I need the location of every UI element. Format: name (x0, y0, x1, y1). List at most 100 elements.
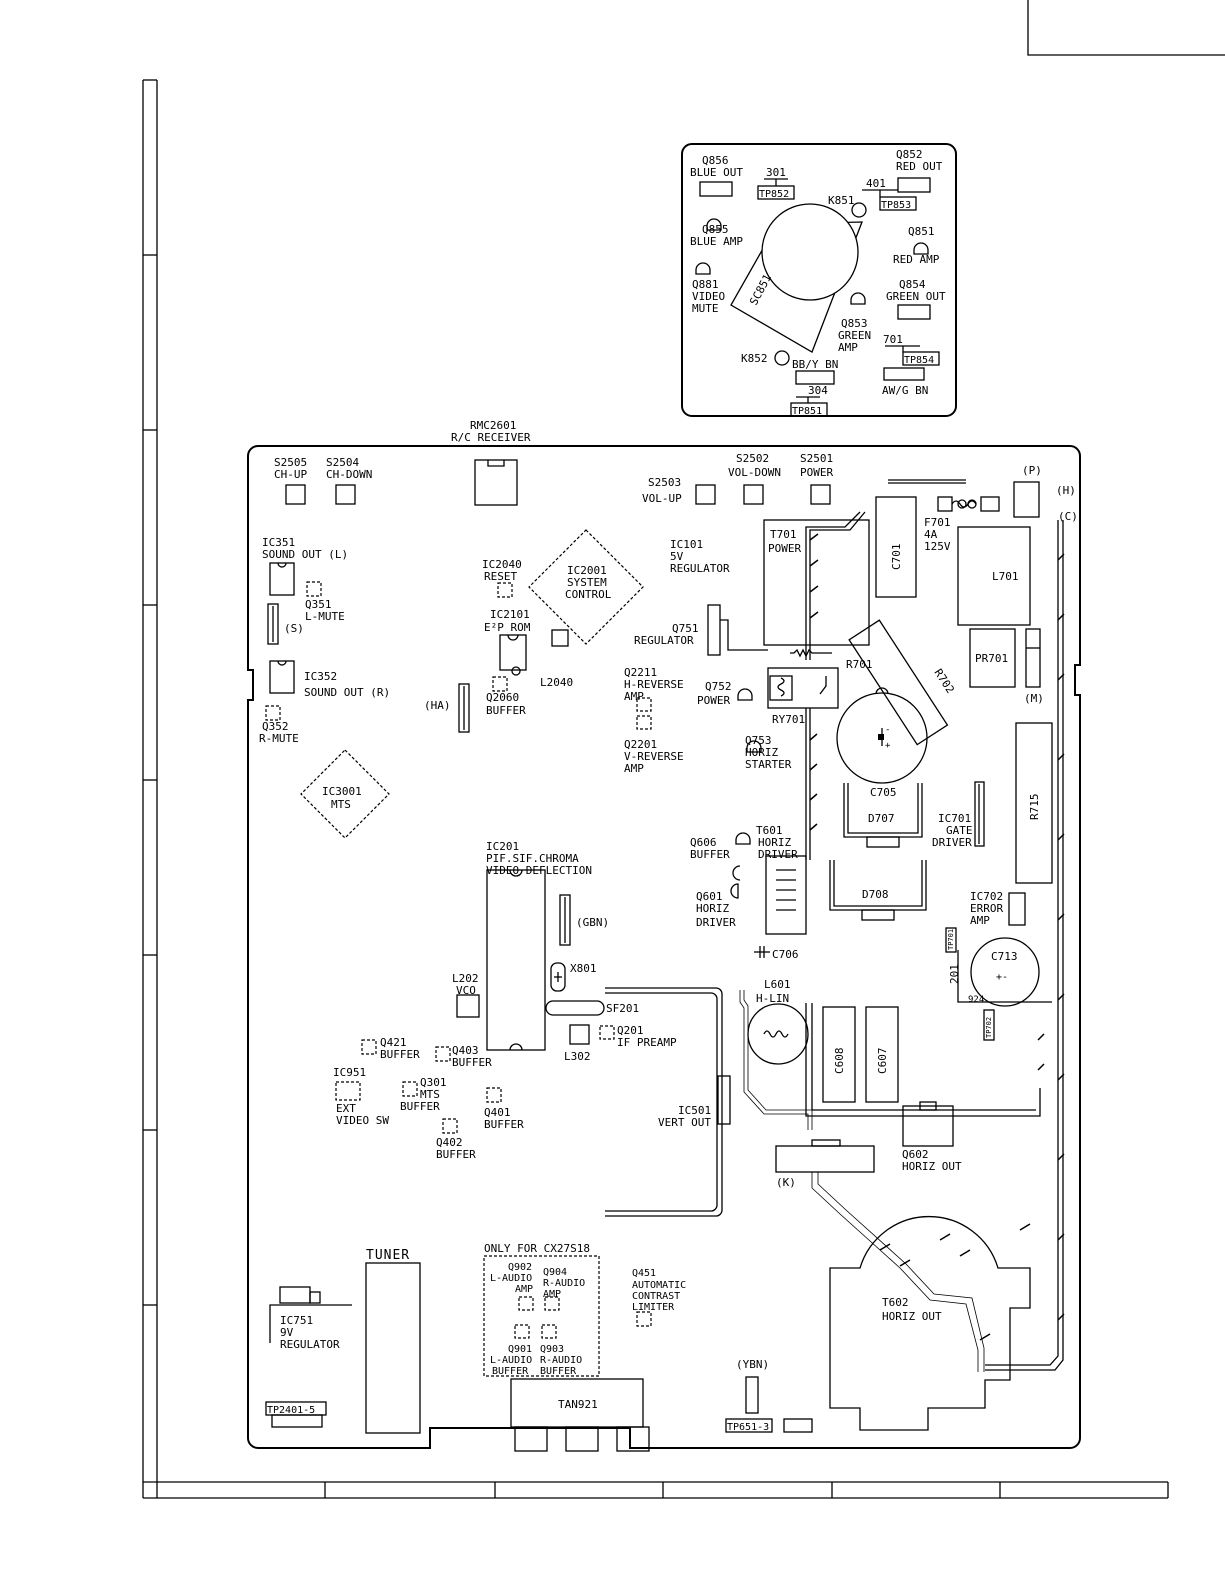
s2505-func: CH-UP (274, 468, 307, 481)
q903-func1: R-AUDIO (540, 1355, 582, 1366)
t602-func: HORIZ OUT (882, 1310, 942, 1323)
t701-func: POWER (768, 542, 801, 555)
q301-func2: BUFFER (400, 1100, 440, 1113)
q902-label: Q902 (508, 1262, 532, 1273)
ic751-label: IC751 (280, 1314, 313, 1327)
q2201-func2: AMP (624, 762, 644, 775)
ic101-func2: REGULATOR (670, 562, 730, 575)
main-board: - + (247, 419, 1081, 1452)
q904-label: Q904 (543, 1267, 567, 1278)
q881-func2: MUTE (692, 302, 719, 315)
conn-ha-label: (HA) (424, 699, 451, 712)
d707-label: D707 (868, 812, 895, 825)
bby-bn-label: BB/Y BN (792, 358, 838, 371)
conn-k-label: (K) (776, 1176, 796, 1189)
t701-label: T701 (770, 528, 797, 541)
conn-m-label: (M) (1024, 692, 1044, 705)
q451-func3: LIMITER (632, 1302, 675, 1313)
q901-label: Q901 (508, 1344, 532, 1355)
q352-func: R-MUTE (259, 732, 299, 745)
q881-func1: VIDEO (692, 290, 725, 303)
q451-func1: AUTOMATIC (632, 1280, 686, 1291)
q351-func: L-MUTE (305, 610, 345, 623)
ic501-label: IC501 (678, 1104, 711, 1117)
c607-label: C607 (876, 1048, 889, 1075)
s2503-label: S2503 (648, 476, 681, 489)
q601-func2: DRIVER (696, 916, 736, 929)
q402-label: Q402 (436, 1136, 463, 1149)
d708-label: D708 (862, 888, 889, 901)
q904-func2: AMP (543, 1289, 561, 1300)
t701-label: 701 (883, 333, 903, 346)
tuner-label: TUNER (366, 1248, 410, 1263)
r702-label: R702 (931, 667, 956, 696)
q752-label: Q752 (705, 680, 732, 693)
s2503-func: VOL-UP (642, 492, 682, 505)
q855-label: Q855 (702, 223, 729, 236)
q853-label: Q853 (841, 317, 868, 330)
f701-label: F701 (924, 516, 951, 529)
q606-func: BUFFER (690, 848, 730, 861)
ic751-func1: 9V (280, 1326, 294, 1339)
c705-label: C705 (870, 786, 897, 799)
ic701-label: IC701 (938, 812, 971, 825)
q352-label: Q352 (262, 720, 289, 733)
q853-func1: GREEN (838, 329, 871, 342)
q753-label: Q753 (745, 734, 772, 747)
q402-func: BUFFER (436, 1148, 476, 1161)
ic702-label: IC702 (970, 890, 1003, 903)
f701-func1: 4A (924, 528, 938, 541)
s2502-func: VOL-DOWN (728, 466, 781, 479)
t301-label: 301 (766, 166, 786, 179)
k851-label: K851 (828, 194, 855, 207)
t601-func1: HORIZ (758, 836, 791, 849)
q751-label: Q751 (672, 622, 699, 635)
conn-c-label: (C) (1058, 510, 1078, 523)
q451-func2: CONTRAST (632, 1291, 680, 1302)
ic2101-func: E²P ROM (484, 621, 531, 634)
conn-s-label: (S) (284, 622, 304, 635)
q602-func: HORIZ OUT (902, 1160, 962, 1173)
sf201-label: SF201 (606, 1002, 639, 1015)
q403-func: BUFFER (452, 1056, 492, 1069)
l701-label: L701 (992, 570, 1019, 583)
x801-label: X801 (570, 962, 597, 975)
ic2101-label: IC2101 (490, 608, 530, 621)
q2060-label: Q2060 (486, 691, 519, 704)
ic352-label: IC352 (304, 670, 337, 683)
page-frame (142, 0, 1225, 1499)
ic3001-func: MTS (331, 798, 351, 811)
s2504-label: S2504 (326, 456, 359, 469)
q903-label: Q903 (540, 1344, 564, 1355)
tan921-label: TAN921 (558, 1398, 598, 1411)
q601-func1: HORIZ (696, 902, 729, 915)
ic702-func1: ERROR (970, 902, 1003, 915)
q2060-func: BUFFER (486, 704, 526, 717)
q902-func1: L-AUDIO (490, 1273, 532, 1284)
l601-func: H-LIN (756, 992, 789, 1005)
ic101-func1: 5V (670, 550, 684, 563)
ic702-func2: AMP (970, 914, 990, 927)
q904-func1: R-AUDIO (543, 1278, 585, 1289)
t601-label: T601 (756, 824, 783, 837)
svg-text:-: - (885, 725, 890, 735)
q902-func2: AMP (515, 1284, 533, 1295)
q852-label: Q852 (896, 148, 923, 161)
s2501-label: S2501 (800, 452, 833, 465)
ic351-label: IC351 (262, 536, 295, 549)
ic2040-label: IC2040 (482, 558, 522, 571)
q201-func: IF PREAMP (617, 1036, 677, 1049)
crt-board: Q856 BLUE OUT 301 TP852 401 TP853 Q852 R… (681, 143, 957, 417)
q854-label: Q854 (899, 278, 926, 291)
q901-func1: L-AUDIO (490, 1355, 532, 1366)
s2501-func: POWER (800, 466, 833, 479)
t601-func2: DRIVER (758, 848, 798, 861)
q301-label: Q301 (420, 1076, 447, 1089)
s2502-label: S2502 (736, 452, 769, 465)
ic2001-func1: SYSTEM (567, 576, 607, 589)
q752-func: POWER (697, 694, 730, 707)
l601-label: L601 (764, 978, 791, 991)
q602-label: Q602 (902, 1148, 929, 1161)
ic701-func2: DRIVER (932, 836, 972, 849)
